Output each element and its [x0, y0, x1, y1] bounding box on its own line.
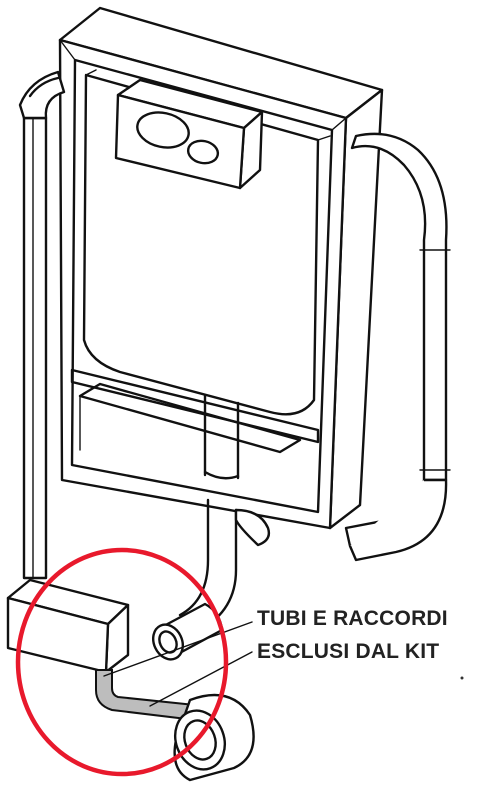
small-flush-button-icon — [186, 139, 220, 165]
central-drain-pipe — [203, 393, 240, 480]
dot-mark — [460, 676, 464, 680]
callout-label-line2: ESCLUSI DAL KIT — [257, 640, 440, 663]
left-vertical-pipe — [18, 70, 66, 580]
highlight-circle — [15, 547, 229, 777]
right-side-pipe — [344, 132, 451, 562]
frame-top-box — [58, 6, 384, 530]
flush-plate — [114, 78, 264, 190]
large-flush-button-icon — [136, 111, 190, 149]
frame-crossbar — [70, 368, 320, 454]
cistern-tank — [82, 69, 331, 416]
callout-label-line1: TUBI E RACCORDI — [257, 607, 448, 630]
excluded-pipes — [95, 669, 255, 782]
callout-leader-lines — [103, 621, 253, 707]
support-box — [6, 578, 130, 674]
